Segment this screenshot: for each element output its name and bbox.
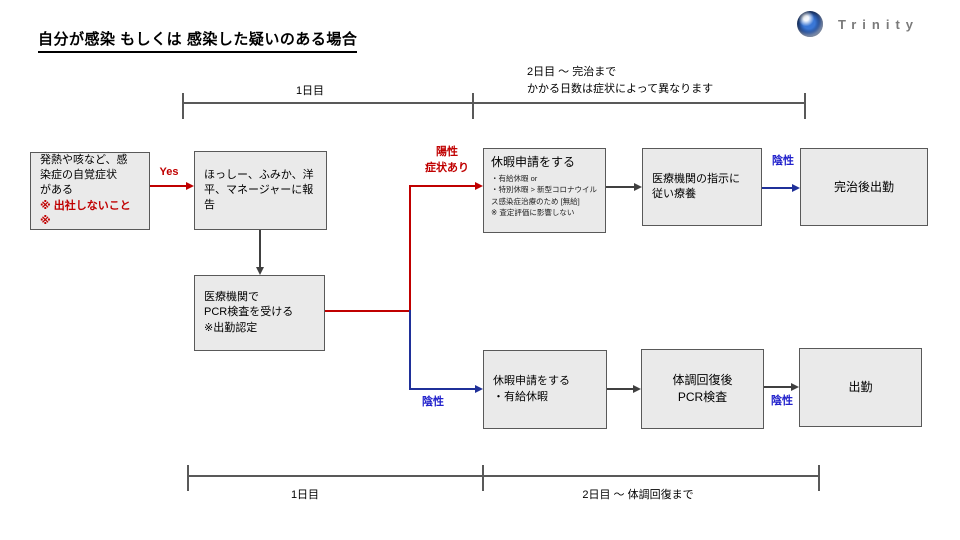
box-report-line3: 告 bbox=[204, 199, 215, 212]
box-symptoms-line3: がある bbox=[40, 184, 73, 197]
edge-pcr-out-line bbox=[325, 310, 411, 312]
box-leave-top-title: 休暇申請をする bbox=[491, 155, 576, 169]
timeline-top-label-day2-line1: 2日目 ～ 完治まで bbox=[527, 66, 617, 78]
box-pcr-line1: 医療機関で bbox=[204, 291, 259, 304]
edge-report-pcr-line bbox=[259, 230, 261, 268]
timeline-bottom-label-day1: 1日目 bbox=[290, 489, 320, 501]
edge-negative-label-3: 陰性 bbox=[771, 395, 793, 407]
trinity-logo-icon bbox=[797, 11, 823, 37]
box-pcr2-line2: PCR検査 bbox=[677, 390, 728, 404]
timeline-bottom-tick-mid bbox=[482, 465, 484, 491]
timeline-bottom-label-day2: 2日目 ～ 体調回復まで bbox=[582, 489, 694, 501]
box-report-line1: ほっしー、ふみか、洋 bbox=[204, 168, 314, 181]
timeline-top-tick-right bbox=[804, 93, 806, 119]
box-report: ほっしー、ふみか、洋 平、マネージャーに報 告 bbox=[194, 151, 327, 230]
edge-negative-vertical-line bbox=[409, 310, 411, 390]
box-work-label: 出勤 bbox=[848, 380, 873, 395]
box-report-line2: 平、マネージャーに報 bbox=[204, 183, 314, 196]
box-leave-bottom-line2: ・有給休暇 bbox=[493, 390, 548, 403]
edge-leave-treatment-line bbox=[606, 186, 635, 188]
timeline-top-tick-left bbox=[182, 93, 184, 119]
edge-negative-horizontal-line bbox=[409, 388, 475, 390]
edge-positive-label-line1: 陽性 bbox=[436, 146, 458, 158]
edge-yes-label: Yes bbox=[159, 166, 179, 178]
box-leave-top-sub2: ・特別休暇 > 新型コロナウイルス感染症治療のため [無給] bbox=[491, 185, 598, 206]
box-pcr-line3: ※出勤認定 bbox=[204, 321, 258, 334]
box-treatment: 医療機関の指示に 従い療養 bbox=[642, 148, 762, 226]
edge-negative-label-1: 陰性 bbox=[422, 396, 444, 408]
box-recovered-work-label: 完治後出勤 bbox=[833, 179, 894, 194]
box-pcr-after-recovery: 体調回復後 PCR検査 bbox=[641, 349, 764, 429]
box-leave-request-negative: 休暇申請をする ・有給休暇 bbox=[483, 350, 607, 429]
box-pcr2-line1: 体調回復後 bbox=[672, 373, 733, 388]
edge-pcr2-work-line bbox=[764, 386, 792, 388]
edge-positive-horizontal-line bbox=[409, 185, 475, 187]
timeline-top-line bbox=[183, 102, 805, 104]
box-pcr-test: 医療機関で PCR検査を受ける ※出勤認定 bbox=[194, 275, 325, 351]
edge-positive-label: 陽性 症状あり bbox=[412, 145, 482, 177]
timeline-bottom-tick-left bbox=[187, 465, 189, 491]
timeline-bottom-tick-right bbox=[818, 465, 820, 491]
timeline-top-tick-mid bbox=[472, 93, 474, 119]
edge-treatment-recovered-arrowhead bbox=[792, 184, 800, 192]
edge-negative-label-2: 陰性 bbox=[772, 155, 794, 167]
edge-treatment-recovered-line bbox=[762, 187, 793, 189]
box-work: 出勤 bbox=[799, 348, 922, 427]
trinity-logo-text: Trinity bbox=[838, 17, 920, 32]
timeline-top-label-day1: 1日目 bbox=[295, 85, 325, 97]
box-leave-top-sub3: ※ 査定評価に影響しない bbox=[491, 208, 575, 218]
edge-leave2-pcr2-arrowhead bbox=[633, 385, 641, 393]
edge-negative-arrowhead bbox=[475, 385, 483, 393]
edge-positive-label-line2: 症状あり bbox=[425, 161, 469, 174]
box-symptoms-line2: 染症の自覚症状 bbox=[40, 169, 117, 182]
edge-report-pcr-arrowhead bbox=[256, 267, 264, 275]
edge-positive-arrowhead bbox=[475, 182, 483, 190]
box-leave-bottom-line1: 休暇申請をする bbox=[493, 375, 570, 388]
box-pcr-line2: PCR検査を受ける bbox=[204, 306, 294, 319]
box-treatment-line1: 医療機関の指示に bbox=[652, 172, 740, 185]
edge-yes-arrowhead bbox=[186, 182, 194, 190]
page-title: 自分が感染 もしくは 感染した疑いのある場合 bbox=[38, 28, 358, 53]
box-symptoms-warning: ※ 出社しないこと ※ bbox=[40, 199, 131, 227]
edge-pcr2-work-arrowhead bbox=[791, 383, 799, 391]
timeline-bottom-line bbox=[188, 475, 820, 477]
timeline-top-label-day2-line2: かかる日数は症状によって異なります bbox=[527, 83, 714, 96]
box-treatment-line2: 従い療養 bbox=[652, 188, 696, 200]
box-leave-top-sub1: ・有給休暇 or bbox=[491, 173, 538, 183]
edge-leave2-pcr2-line bbox=[607, 388, 634, 390]
box-symptoms: 発熱や咳など、感 染症の自覚症状 がある ※ 出社しないこと ※ bbox=[30, 152, 150, 230]
edge-leave-treatment-arrowhead bbox=[634, 183, 642, 191]
edge-positive-vertical-line bbox=[409, 185, 411, 312]
box-recovered-work: 完治後出勤 bbox=[800, 148, 928, 226]
box-leave-request-positive: 休暇申請をする ・有給休暇 or ・特別休暇 > 新型コロナウイルス感染症治療の… bbox=[483, 148, 606, 233]
box-symptoms-line1: 発熱や咳など、感 bbox=[40, 154, 128, 167]
timeline-top-label-day2: 2日目 ～ 完治まで かかる日数は症状によって異なります bbox=[527, 64, 817, 98]
edge-yes-line bbox=[150, 185, 188, 187]
